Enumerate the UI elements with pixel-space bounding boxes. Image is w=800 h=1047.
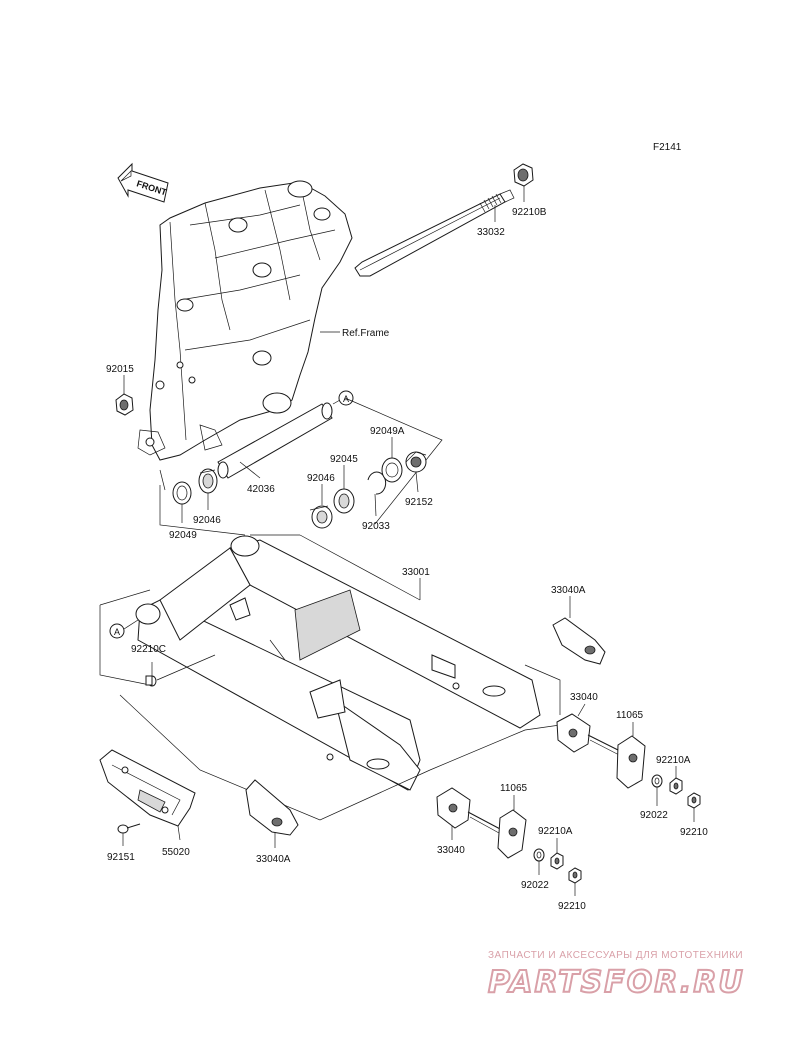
leader-33040-right <box>577 703 586 717</box>
collar-42036 <box>217 402 333 479</box>
part-label-33040-right: 33040 <box>570 692 598 703</box>
part-label-92152: 92152 <box>405 497 433 508</box>
reference-marker-a-lower: A <box>109 619 139 639</box>
chain-adjuster-33040A-right <box>552 617 606 665</box>
nut-92015-icon <box>115 393 134 416</box>
cap-92152-icon <box>405 451 427 473</box>
part-label-92151: 92151 <box>107 852 135 863</box>
part-label-92049A: 92049A <box>370 426 405 437</box>
bearing-92046-upper-icon <box>198 468 218 494</box>
assembly-outline-right <box>524 664 561 715</box>
part-label-92022-center: 92022 <box>521 880 549 891</box>
part-label-92045: 92045 <box>330 454 358 465</box>
part-label-33040-center: 33040 <box>437 845 465 856</box>
block-11065-center <box>497 809 527 859</box>
assembly-outline-top <box>344 397 443 525</box>
bolt-92151-icon <box>117 823 141 834</box>
assembly-outline-swingarm-top <box>99 589 151 606</box>
frame-reference-drawing <box>137 180 353 491</box>
part-label-92022-right: 92022 <box>640 810 668 821</box>
leader-92152 <box>415 471 419 493</box>
front-arrow-icon: FRONT <box>117 162 169 203</box>
watermark-tagline: ЗАПЧАСТИ И АКСЕССУАРЫ ДЛЯ МОТОТЕХНИКИ <box>488 950 744 961</box>
part-label-11065-center: 11065 <box>500 783 528 794</box>
chain-guide-55020 <box>99 749 196 827</box>
watermark-logo: PARTSFOR.RU <box>487 964 745 1001</box>
chain-adjuster-33040A-left <box>245 779 299 836</box>
swingarm-33001 <box>135 535 541 791</box>
nut-92210B-icon <box>513 163 534 187</box>
diagram-code: F2141 <box>653 142 682 153</box>
assembly-outline-lower-right <box>429 724 561 771</box>
part-label-92210A-center: 92210A <box>538 826 573 837</box>
nut-92210-right-icon <box>687 792 701 809</box>
part-label-92210A-right: 92210A <box>656 755 691 766</box>
pivot-shaft-33032 <box>354 189 515 277</box>
part-label-92210B: 92210B <box>512 207 547 218</box>
part-label-92049: 92049 <box>169 530 197 541</box>
leader-42036 <box>239 461 261 479</box>
washer-92022-right-icon <box>651 774 663 788</box>
nut-92210-center-icon <box>568 867 582 884</box>
seal-92049A-icon <box>381 457 403 483</box>
nut-92210A-right-icon <box>669 777 683 795</box>
bearing-92045-icon <box>333 488 355 514</box>
part-label-92046-upper: 92046 <box>193 515 221 526</box>
plug-92210C-icon <box>145 675 157 687</box>
block-11065-right <box>616 735 646 789</box>
washer-92022-center-icon <box>533 848 545 862</box>
part-label-55020: 55020 <box>162 847 190 858</box>
reference-marker-a-top: A <box>332 390 354 406</box>
part-label-33040A-left: 33040A <box>256 854 291 865</box>
part-label-92210-center: 92210 <box>558 901 586 912</box>
part-label-33032: 33032 <box>477 227 505 238</box>
leader-55020 <box>177 825 181 841</box>
assembly-outline-left <box>159 485 246 536</box>
part-label-92210-right: 92210 <box>680 827 708 838</box>
svg-text:A: A <box>343 394 349 404</box>
part-label-92046-lower: 92046 <box>307 473 335 484</box>
ref-frame-label: Ref.Frame <box>342 328 390 339</box>
assembly-outline-swingarm-left <box>99 605 151 686</box>
nut-92210A-center-icon <box>550 852 564 870</box>
part-label-33040A-right: 33040A <box>551 585 586 596</box>
part-label-92210C: 92210C <box>131 644 166 655</box>
part-label-11065-right: 11065 <box>616 710 644 721</box>
part-label-33001: 33001 <box>402 567 430 578</box>
seal-92049-icon <box>172 481 192 505</box>
svg-text:A: A <box>114 627 120 637</box>
leader-92210C-to-arm <box>156 654 216 681</box>
part-label-42036: 42036 <box>247 484 275 495</box>
bearing-92046-lower-icon <box>309 505 333 529</box>
leader-92033 <box>374 493 377 517</box>
leader-33001 <box>299 534 421 601</box>
chain-adjuster-33040-center <box>436 787 503 834</box>
part-label-92015: 92015 <box>106 364 134 375</box>
part-label-92033: 92033 <box>362 521 390 532</box>
